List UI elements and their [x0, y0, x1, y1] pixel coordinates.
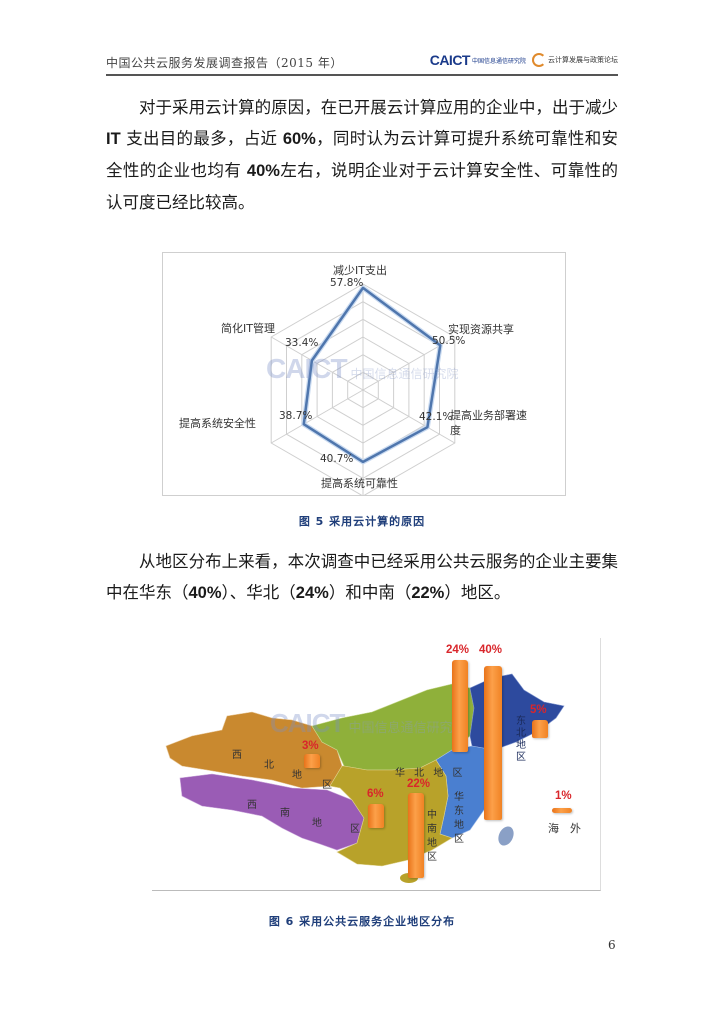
label-southwest: 南	[280, 808, 290, 819]
pct-southwest: 6%	[367, 788, 384, 800]
label-northeast: 北	[516, 728, 526, 739]
bar-overseas	[552, 808, 572, 813]
watermark-en: CAICT	[266, 353, 348, 384]
caict-watermark: CAICT 中国信息通信研究院	[266, 353, 459, 385]
label-southwest: 西	[247, 800, 257, 811]
text-bold: 24%	[295, 584, 329, 602]
pct-north: 24%	[446, 644, 470, 656]
island-taiwan	[498, 826, 514, 846]
text: ）、华北（	[221, 583, 296, 602]
label-overseas: 海 外	[548, 822, 581, 835]
pct-east: 40%	[479, 644, 503, 656]
radar-axis-label: 简化IT管理	[221, 322, 275, 335]
header-divider	[106, 74, 618, 76]
radar-value-label: 50.5%	[432, 335, 466, 347]
label-northeast: 区	[516, 752, 526, 763]
caict-logo: CAICT 中国信息通信研究院	[430, 52, 526, 68]
pct-overseas: 1%	[555, 790, 572, 802]
text: ，同时认为云计算可提升系统可靠性和安全性的企业也均有	[106, 129, 618, 180]
label-northwest: 区	[322, 780, 332, 791]
label-northwest: 西	[232, 750, 242, 761]
bar-central-south	[408, 793, 424, 878]
forum-logo-text: 云计算发展与政策论坛	[548, 56, 618, 64]
paragraph-cloud-reasons: 对于采用云计算的原因，在已开展云计算应用的企业中，出于减少 IT 支出目的最多，占…	[106, 92, 618, 218]
china-map-shapes	[165, 673, 565, 883]
bar-north	[452, 660, 468, 752]
label-north: 华 北 地 区	[395, 768, 466, 779]
bar-northwest	[304, 754, 320, 768]
label-east: 区	[454, 834, 464, 845]
radar-axis-label: 实现资源共享	[448, 323, 514, 336]
label-northwest: 地	[292, 770, 302, 781]
radar-axis-label: 提高系统安全性	[179, 417, 256, 430]
radar-value-label: 42.1%	[419, 411, 453, 423]
text: ）地区。	[444, 583, 511, 602]
forum-logo-icon	[532, 53, 546, 67]
label-east: 华	[454, 792, 464, 803]
radar-value-label: 40.7%	[320, 453, 354, 465]
radar-axis-label: 减少IT支出	[333, 264, 387, 277]
text: 支出目的最多，占近	[126, 129, 278, 148]
bar-northeast	[532, 720, 548, 738]
text: 从地区分布上来看，本次调查中已经采用公共云服务的企业主要集中在华东（	[106, 552, 618, 602]
page-number: 6	[608, 938, 616, 952]
label-southwest: 区	[350, 824, 360, 835]
pct-central-south: 22%	[407, 778, 431, 790]
label-central-south: 中	[427, 810, 437, 821]
label-central-south: 地	[427, 838, 437, 849]
radar-series-line	[302, 286, 442, 464]
text-bold: IT	[106, 130, 121, 148]
watermark-cn: 中国信息通信研究院	[350, 367, 459, 381]
radar-value-label: 38.7%	[279, 410, 313, 422]
paragraph-regional-distribution: 从地区分布上来看，本次调查中已经采用公共云服务的企业主要集中在华东（40%）、华…	[106, 546, 618, 609]
label-northeast: 地	[516, 740, 526, 751]
pct-northwest: 3%	[302, 740, 319, 752]
watermark-en: CAICT	[270, 708, 345, 738]
label-east: 东	[454, 806, 464, 817]
bar-east	[484, 666, 502, 820]
radar-grid	[270, 283, 456, 495]
text: 左右，说明企业对于云计算安全性、可靠性的认可度已经比较高。	[106, 161, 619, 212]
caict-logo-text: CAICT	[429, 52, 471, 68]
text-bold: 22%	[411, 584, 445, 602]
text-bold: 60%	[282, 130, 316, 148]
bar-southwest	[368, 804, 384, 828]
radar-value-label: 33.4%	[285, 337, 319, 349]
text: 对于采用云计算的原因，在已开展云计算应用的企业中，出于减少	[139, 98, 618, 117]
pct-northeast: 5%	[530, 704, 547, 716]
radar-value-label: 57.8%	[330, 277, 364, 289]
page-header: 中国公共云服务发展调查报告（2015 年） CAICT 中国信息通信研究院 云计…	[106, 52, 618, 74]
region-southwest	[179, 773, 365, 851]
header-logos: CAICT 中国信息通信研究院 云计算发展与政策论坛	[430, 52, 618, 68]
radar-axis-label: 提高系统可靠性	[321, 477, 398, 490]
figure-6-caption: 图 6 采用公共云服务企业地区分布	[268, 915, 456, 928]
text-bold: 40%	[246, 162, 280, 180]
caict-logo-cn: 中国信息通信研究院	[471, 57, 526, 65]
label-northwest: 北	[264, 760, 274, 771]
text: ）和中南（	[328, 583, 412, 602]
label-central-south: 区	[427, 852, 437, 863]
header-title: 中国公共云服务发展调查报告（2015 年）	[106, 56, 343, 70]
figure-5-radar-chart: CAICT 中国信息通信研究院 减少IT支出 57.8% 实现资源共享 50.5…	[162, 252, 566, 496]
caict-watermark: CAICT 中国信息通信研究院	[270, 708, 465, 739]
forum-logo: 云计算发展与政策论坛	[532, 53, 618, 67]
label-northeast: 东	[516, 716, 526, 727]
label-east: 地	[454, 820, 464, 831]
figure-6-china-map: CAICT 中国信息通信研究院 西 北 地 区 西 南 地 区 华 北 地 区 …	[152, 638, 601, 891]
radar-axis-label: 提高业务部署速度	[450, 409, 527, 437]
figure-5-caption: 图 5 采用云计算的原因	[298, 515, 426, 528]
watermark-cn: 中国信息通信研究院	[348, 721, 466, 736]
label-southwest: 地	[312, 818, 322, 829]
text-bold: 40%	[188, 584, 222, 602]
label-central-south: 南	[427, 824, 437, 835]
